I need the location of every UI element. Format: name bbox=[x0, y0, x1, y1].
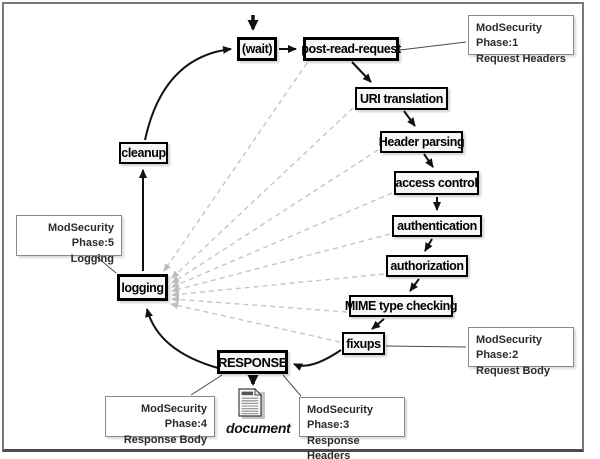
document-icon bbox=[238, 387, 265, 419]
arrow-uri-to-header bbox=[403, 110, 416, 127]
dashed-arrow-uri-to-logging bbox=[171, 107, 354, 279]
line-response-phase4 bbox=[190, 374, 223, 396]
line-postread-phase1 bbox=[399, 41, 467, 51]
node-cleanup: cleanup bbox=[119, 142, 168, 164]
node-uri-translation-label: URI translation bbox=[360, 91, 443, 106]
annotation-phase1-subtitle: Request Headers bbox=[476, 52, 566, 65]
annotation-phase5-title: ModSecurity Phase:5 bbox=[47, 222, 114, 250]
dashed-arrow-access-to-logging bbox=[171, 192, 393, 288]
node-mime-type-checking: MIME type checking bbox=[345, 295, 458, 317]
arrow-fixups-to-response bbox=[293, 349, 342, 371]
node-header-parsing-label: Header parsing bbox=[378, 135, 465, 149]
dashed-arrow-mime-to-logging bbox=[171, 296, 348, 313]
annotation-phase3-title: ModSecurity Phase:3 bbox=[307, 404, 374, 432]
line-response-phase3 bbox=[282, 374, 302, 397]
node-cleanup-label: cleanup bbox=[121, 146, 166, 160]
node-logging: logging bbox=[117, 274, 168, 301]
line-fixups-phase2 bbox=[385, 345, 467, 348]
node-access-control: access control bbox=[394, 171, 479, 195]
annotation-phase2-subtitle: Request Body bbox=[476, 364, 550, 377]
node-response-label: RESPONSE bbox=[217, 354, 288, 370]
annotation-phase2-title: ModSecurity Phase:2 bbox=[476, 334, 543, 362]
node-fixups: fixups bbox=[342, 332, 385, 355]
node-authorization: authorization bbox=[386, 255, 468, 277]
arrow-authz-to-mime bbox=[409, 278, 420, 292]
annotation-phase5-subtitle: Logging bbox=[70, 252, 114, 265]
diagram-frame bbox=[2, 2, 584, 452]
node-fixups-label: fixups bbox=[346, 336, 381, 351]
node-logging-label: logging bbox=[121, 280, 164, 295]
node-wait: (wait) bbox=[237, 37, 277, 61]
arrow-postread-to-uri bbox=[351, 61, 372, 83]
annotation-phase1-title: ModSecurity Phase:1 bbox=[476, 22, 543, 50]
annotation-phase3-subtitle: Response Headers bbox=[307, 434, 360, 459]
document-icon-label: document bbox=[226, 420, 291, 436]
annotation-connectors bbox=[96, 41, 467, 397]
annotation-phase3: ModSecurity Phase:3 Response Headers bbox=[299, 397, 405, 459]
arrow-response-to-logging bbox=[145, 308, 219, 369]
arrow-mime-to-fixups bbox=[371, 318, 385, 330]
dashed-logging-arrows bbox=[163, 62, 393, 343]
dashed-arrow-fixups-to-logging bbox=[170, 302, 341, 343]
dashed-arrow-authz-to-logging bbox=[171, 273, 385, 298]
dashed-arrow-authn-to-logging bbox=[171, 233, 391, 293]
flow-arrows bbox=[139, 15, 441, 386]
node-access-control-label: access control bbox=[395, 176, 478, 190]
arrow-cleanup-to-wait bbox=[144, 45, 232, 141]
dashed-arrow-header-to-logging bbox=[171, 149, 379, 284]
node-post-read-request-label: post-read-request bbox=[301, 42, 401, 56]
node-post-read-request: post-read-request bbox=[301, 37, 401, 61]
annotation-phase4-title: ModSecurity Phase:4 bbox=[140, 403, 207, 431]
node-authorization-label: authorization bbox=[390, 259, 464, 273]
node-wait-label: (wait) bbox=[241, 42, 273, 56]
node-uri-translation: URI translation bbox=[355, 87, 448, 110]
node-authentication-label: authentication bbox=[397, 219, 477, 233]
dashed-arrow-post-read-to-logging bbox=[163, 62, 308, 272]
node-authentication: authentication bbox=[392, 215, 482, 237]
arrow-authn-to-authz bbox=[424, 238, 433, 252]
annotation-phase4-subtitle: Response Body bbox=[123, 433, 207, 446]
annotation-phase2: ModSecurity Phase:2 Request Body bbox=[468, 327, 574, 377]
node-mime-type-checking-label: MIME type checking bbox=[344, 299, 458, 313]
line-phase5-logging bbox=[96, 256, 117, 274]
node-response: RESPONSE bbox=[217, 350, 288, 374]
node-header-parsing: Header parsing bbox=[378, 131, 465, 153]
annotation-phase4: ModSecurity Phase:4 Response Body bbox=[105, 396, 215, 446]
arrow-header-to-access bbox=[423, 153, 434, 168]
annotation-phase1: ModSecurity Phase:1 Request Headers bbox=[468, 15, 574, 65]
annotation-phase5: ModSecurity Phase:5 Logging bbox=[16, 215, 122, 265]
